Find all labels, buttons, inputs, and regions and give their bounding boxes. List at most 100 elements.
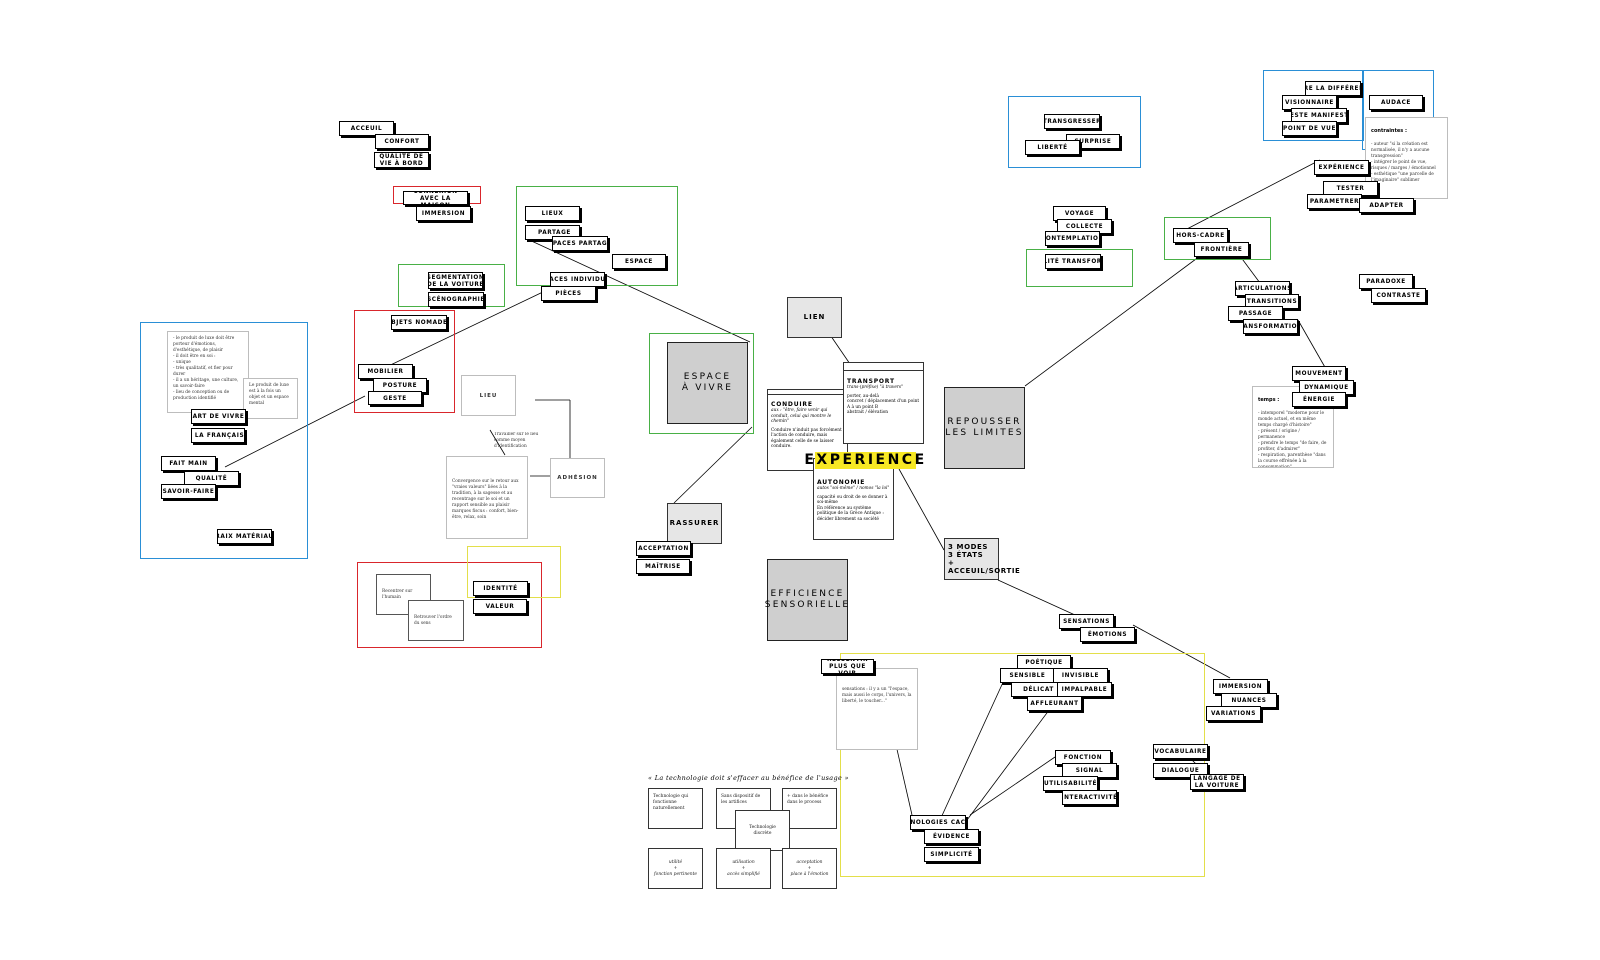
keyword-chip[interactable]: SENSIBLE: [1000, 668, 1055, 683]
group-frame: [649, 333, 754, 434]
keyword-chip[interactable]: CONTEMPLATION: [1045, 231, 1100, 246]
hub-rassurer[interactable]: RASSURER: [667, 503, 722, 544]
keyword-chip[interactable]: IDENTITÉ: [473, 581, 528, 596]
keyword-chip[interactable]: RÉALITÉ TRANSFORMÉE: [1045, 254, 1101, 269]
tech-card[interactable]: Technologie discrète: [735, 810, 790, 851]
temps-note-body: - intemporel "moderne pour le monde actu…: [1258, 411, 1327, 468]
keyword-chip[interactable]: SCÉNOGRAPHIE: [428, 292, 484, 307]
keyword-chip[interactable]: VOCABULAIRE: [1153, 744, 1208, 759]
keyword-chip[interactable]: SIMPLICITÉ: [924, 847, 979, 862]
temps-note-title: temps :: [1258, 397, 1280, 403]
keyword-chip[interactable]: ÉVIDENCE: [924, 829, 979, 844]
keyword-chip[interactable]: ESPACES INDIVIDUELS: [550, 272, 605, 287]
central-experience-label[interactable]: EXPERIENCE: [804, 452, 927, 469]
concept-title: AUTONOMIE: [817, 479, 866, 486]
keyword-chip[interactable]: SEGMENTATION DE LA VOITURE: [428, 272, 483, 289]
keyword-chip[interactable]: SAVOIR-FAIRE: [161, 484, 216, 499]
tech-card[interactable]: utilité + fonction pertinente: [648, 848, 703, 889]
keyword-chip[interactable]: ESPACES PARTAGÉS: [552, 236, 608, 251]
keyword-chip[interactable]: MAÎTRISE: [636, 559, 690, 574]
convergence-note: Convergence sur le retour aux "vraies va…: [446, 456, 528, 539]
hub-efficience-sensorielle[interactable]: EFFICIENCE SENSORIELLE: [765, 559, 848, 641]
keyword-chip[interactable]: LIEUX: [525, 206, 580, 221]
link-line: [1239, 255, 1261, 284]
keyword-chip[interactable]: MOBILIER: [358, 364, 413, 379]
link-line: [898, 468, 945, 551]
concept-etymology: trans-(préfixe) "à travers": [847, 385, 904, 390]
concept-etymology: aux : "être, faire venir qui conduit, ce…: [771, 408, 832, 424]
keyword-chip[interactable]: ART DE VIVRE: [191, 409, 246, 424]
tech-card[interactable]: Technologie qui fonctionne naturellement: [648, 788, 703, 829]
tech-card[interactable]: utilisation + accès simplifié: [716, 848, 771, 889]
keyword-chip[interactable]: AUDACE: [1369, 95, 1423, 110]
keyword-chip[interactable]: MOUVEMENT: [1292, 366, 1346, 381]
keyword-chip[interactable]: VRAIX MATÉRIAUX: [217, 529, 272, 544]
keyword-chip[interactable]: FRONTIÈRE: [1194, 242, 1249, 257]
keyword-chip[interactable]: ACCEUIL: [339, 121, 394, 136]
technology-quote: « La technologie doit s'effacer au bénéf…: [648, 774, 849, 782]
keyword-chip[interactable]: FAIRE LA DIFFÉRENCE: [1305, 81, 1361, 96]
keyword-chip[interactable]: IMMERSION: [416, 206, 471, 221]
group-frame: [140, 322, 308, 559]
keyword-chip[interactable]: VARIATIONS: [1206, 706, 1261, 721]
tech-card[interactable]: + dans le bénéfice dans le process: [782, 788, 837, 829]
concept-definition: Conduire n'induit pas forcément l'action…: [771, 427, 842, 450]
keyword-chip[interactable]: TRANSGRESSER: [1044, 114, 1100, 129]
ressentir-note: sensations : il y a un "l'espace, mais a…: [836, 668, 918, 750]
concept-definition: capacité ou droit de se donner à soi-mêm…: [817, 494, 888, 522]
hub-three-modes[interactable]: 3 MODES 3 ÉTATS + ACCEUIL/SORTIE: [944, 538, 1020, 580]
keyword-chip[interactable]: TECHNOLOGIES CACHÉES: [910, 815, 966, 830]
adhesion-box: ADHÉSION: [550, 458, 605, 498]
keyword-chip[interactable]: OBJETS NOMADES: [391, 315, 447, 330]
hub-lien[interactable]: LIEN: [787, 297, 842, 338]
concept-autonomie[interactable]: AUTONOMIE autos "soi-même" / nomos "la l…: [813, 458, 894, 540]
link-line: [997, 579, 1076, 616]
keyword-chip[interactable]: À LA FRANÇAISE: [191, 428, 245, 443]
keyword-chip[interactable]: TRANSFORMATIONS: [1243, 319, 1298, 334]
group-frame: [1263, 70, 1364, 141]
keyword-chip[interactable]: PARADOXE: [1359, 274, 1413, 289]
concept-title: CONDUIRE: [771, 401, 813, 408]
lieu-caption: Travailler sur le lieu comme moyen d'ide…: [494, 432, 539, 449]
concept-etymology: autos "soi-même" / nomos "la loi": [817, 486, 890, 491]
hub-espace-a-vivre[interactable]: ESPACE À VIVRE: [667, 342, 748, 424]
audace-note: contraintes : - auteur "si la création e…: [1365, 117, 1448, 199]
keyword-chip[interactable]: PARAMETRER: [1307, 194, 1362, 209]
concept-definition: porter, au-delà concret / déplacement d'…: [847, 393, 920, 416]
hub-repousser-les-limites[interactable]: REPOUSSER LES LIMITES: [944, 387, 1025, 469]
keyword-chip[interactable]: PIÈCES: [541, 286, 596, 301]
keyword-chip[interactable]: CONTRASTE: [1371, 288, 1426, 303]
keyword-chip[interactable]: INTERACTIVITÉ: [1062, 790, 1117, 805]
audace-note-title: contraintes :: [1371, 128, 1407, 134]
keyword-chip[interactable]: ACCEPTATION: [636, 541, 691, 556]
keyword-chip[interactable]: IMMERSION: [1213, 679, 1268, 694]
keyword-chip[interactable]: UTILISABILITÉ: [1043, 776, 1098, 791]
keyword-chip[interactable]: CONNEXION AVEC LA MAISON: [403, 191, 468, 205]
keyword-chip[interactable]: QUALITÉ DE VIE À BORD: [374, 152, 429, 168]
keyword-chip[interactable]: GESTE: [368, 391, 422, 405]
keyword-chip[interactable]: ÉMOTIONS: [1080, 627, 1135, 642]
concept-transport[interactable]: TRANSPORT trans-(préfixe) "à travers" po…: [843, 362, 924, 444]
keyword-chip[interactable]: IMPALPABLE: [1057, 682, 1112, 697]
keyword-chip[interactable]: LIBERTÉ: [1025, 140, 1080, 155]
keyword-chip[interactable]: POINT DE VUE: [1282, 121, 1337, 136]
keyword-chip[interactable]: AFFLEURANT: [1027, 696, 1082, 711]
keyword-chip[interactable]: CONFORT: [375, 134, 429, 149]
keyword-chip[interactable]: ESPACE: [612, 254, 666, 269]
keyword-chip[interactable]: ADAPTER: [1359, 198, 1414, 213]
keyword-chip[interactable]: VALEUR: [473, 599, 527, 614]
keyword-chip[interactable]: INVISIBLE: [1053, 668, 1108, 683]
keyword-chip[interactable]: FAIT MAIN: [161, 456, 216, 471]
keyword-chip[interactable]: ÉNERGIE: [1292, 392, 1346, 407]
group-frame: [357, 562, 542, 648]
tech-card[interactable]: acceptation + place à l'émotion: [782, 848, 837, 889]
audace-note-body: - auteur "si la création est normalisée,…: [1371, 142, 1436, 183]
keyword-chip[interactable]: TRANSITIONS: [1245, 294, 1299, 309]
keyword-chip[interactable]: LANGAGE DE LA VOITURE: [1190, 774, 1244, 790]
group-frame: [354, 310, 455, 413]
group-frame: [1008, 96, 1141, 168]
keyword-chip[interactable]: RESSENTIR PLUS QUE VOIR: [821, 659, 874, 674]
keyword-chip[interactable]: EXPÉRIENCE: [1314, 160, 1369, 175]
retrouver-note: Retrouver l'ordre du sens: [408, 600, 464, 641]
keyword-chip[interactable]: HORS-CADRE: [1173, 228, 1228, 243]
